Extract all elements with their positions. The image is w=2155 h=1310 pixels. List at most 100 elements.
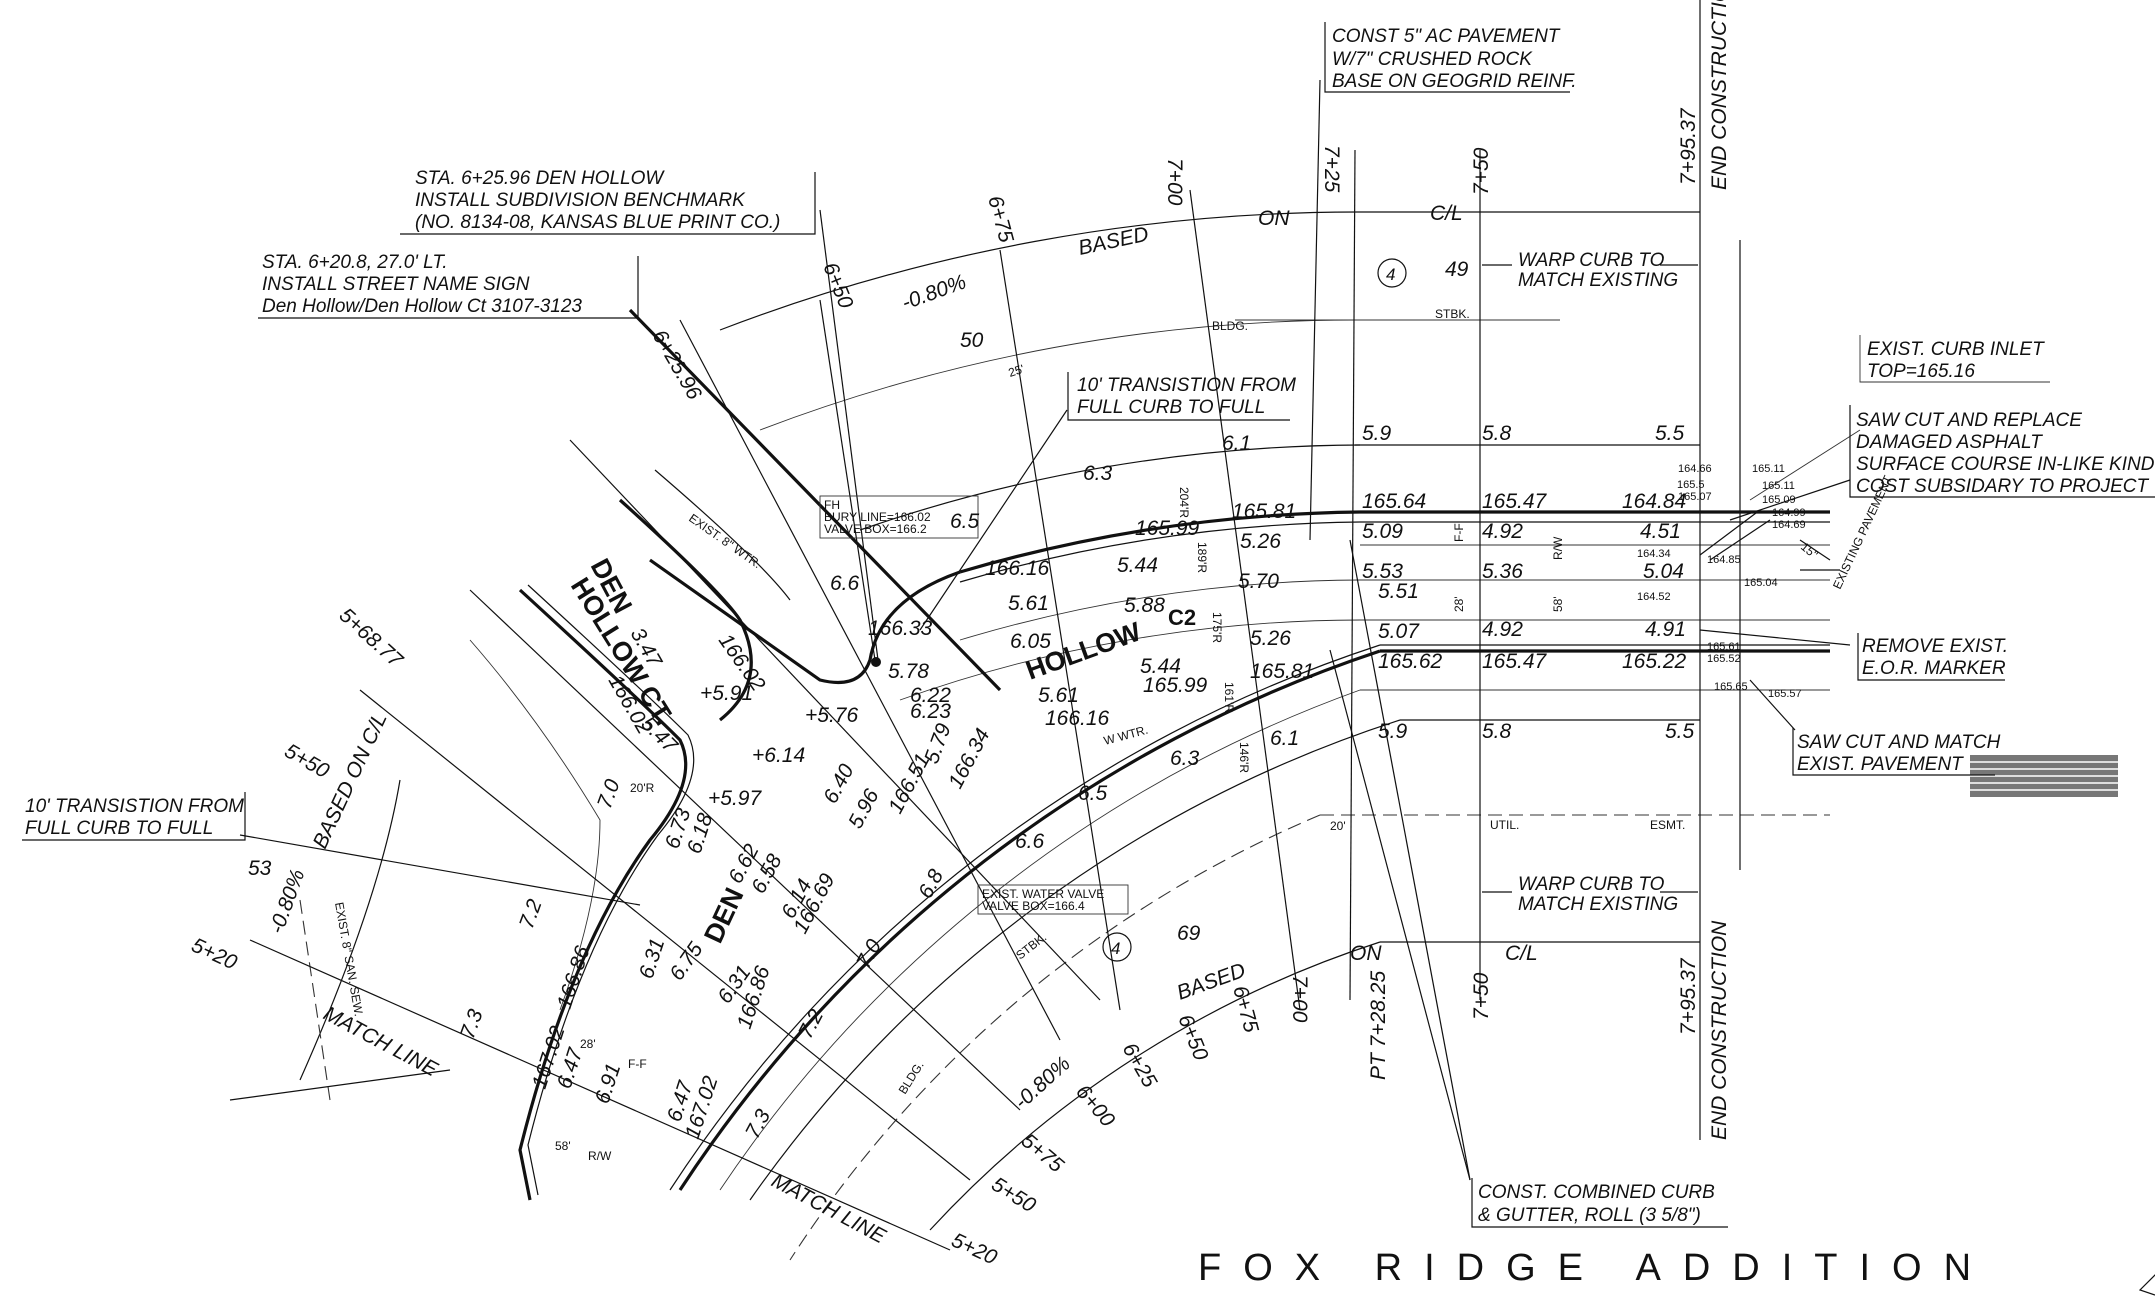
svg-text:4.92: 4.92 [1482, 618, 1523, 641]
callouts: CONST 5" AC PAVEMENT W/7" CRUSHED ROCK B… [22, 22, 2155, 1228]
svg-text:EXIST. 8" WTR.: EXIST. 8" WTR. [686, 511, 764, 571]
spot-elevation: 164.99 [1772, 507, 1806, 519]
spot-elevation: 165.5 [1677, 479, 1705, 491]
svg-text:204'R: 204'R [1177, 487, 1191, 518]
svg-text:53: 53 [248, 857, 272, 880]
svg-text:W/7" CRUSHED ROCK: W/7" CRUSHED ROCK [1332, 49, 1533, 70]
svg-text:25': 25' [1007, 362, 1026, 380]
curve-elevation: 165.99 [1143, 674, 1208, 697]
curve-elevation: +5.76 [805, 704, 858, 727]
curb-inlet-note: EXIST. CURB INLET TOP=165.16 [1859, 335, 2050, 383]
curve-elevation: 6.91 [591, 1061, 626, 1107]
svg-text:165.22: 165.22 [1622, 650, 1687, 673]
svg-text:5.53: 5.53 [1362, 560, 1403, 583]
remove-marker-note: REMOVE EXIST. E.O.R. MARKER [1857, 633, 2008, 681]
curve-elevation: 6.6 [1015, 830, 1045, 853]
combined-curb-note: CONST. COMBINED CURB & GUTTER, ROLL (3 5… [1471, 1178, 1728, 1228]
svg-text:165.64: 165.64 [1362, 490, 1426, 513]
curve-elevation: 165.99 [1135, 517, 1200, 540]
svg-text:49: 49 [1445, 258, 1469, 281]
curve-elevation: 6.1 [1222, 432, 1251, 455]
svg-text:5+20: 5+20 [188, 934, 241, 975]
spot-elevation: 165.57 [1768, 688, 1802, 700]
svg-text:C/L: C/L [1430, 202, 1463, 225]
spot-elevation: 165.65 [1714, 681, 1748, 693]
street-sign-note: STA. 6+20.8, 27.0' LT. INSTALL STREET NA… [258, 252, 639, 319]
svg-text:20': 20' [1330, 819, 1346, 833]
spot-elevation: 165.61 [1707, 641, 1741, 653]
svg-text:164.84: 164.84 [1622, 490, 1686, 513]
svg-text:WARP CURB TO: WARP CURB TO [1518, 874, 1665, 895]
curve-elevation: 6.1 [1270, 727, 1299, 750]
svg-text:7+00: 7+00 [1163, 158, 1186, 206]
svg-text:ON: ON [1350, 942, 1382, 965]
svg-text:ESMT.: ESMT. [1650, 818, 1685, 832]
svg-text:(NO. 8134-08, KANSAS BLUE PRIN: (NO. 8134-08, KANSAS BLUE PRINT CO.) [415, 212, 780, 233]
svg-text:175'R: 175'R [1210, 612, 1224, 643]
svg-text:BURY LINE=166.02: BURY LINE=166.02 [824, 510, 931, 524]
svg-text:189'R: 189'R [1195, 542, 1209, 573]
svg-text:COST SUBSIDARY TO PROJECT: COST SUBSIDARY TO PROJECT [1856, 476, 2149, 497]
svg-text:5+68.77: 5+68.77 [335, 604, 408, 673]
curve-elevation: 165.81 [1232, 500, 1296, 523]
curve-elevation: 6.23 [910, 700, 951, 723]
curve-elevation: 5.44 [1117, 554, 1158, 577]
svg-text:STA. 6+25.96 DEN HOLLOW: STA. 6+25.96 DEN HOLLOW [415, 168, 665, 189]
svg-text:4.51: 4.51 [1640, 520, 1681, 543]
svg-text:5.5: 5.5 [1655, 422, 1685, 445]
svg-text:INSTALL SUBDIVISION BENCHMARK: INSTALL SUBDIVISION BENCHMARK [415, 190, 746, 211]
curve-elevation: 6.3 [1083, 462, 1113, 485]
curve-elevation: 6.05 [1010, 630, 1051, 653]
svg-text:5.07: 5.07 [1378, 620, 1420, 643]
curve-elevation: 5.61 [1038, 684, 1079, 707]
svg-text:SURFACE COURSE IN-LIKE KIND: SURFACE COURSE IN-LIKE KIND [1856, 454, 2155, 475]
svg-text:20'R: 20'R [630, 781, 655, 795]
svg-text:7+25: 7+25 [1320, 145, 1343, 193]
spot-elevation: 164.66 [1678, 463, 1712, 475]
spot-elevation: 164.69 [1772, 519, 1806, 531]
curve-elevation: 5.26 [1240, 530, 1281, 553]
spot-elevation: 164.85 [1707, 554, 1741, 566]
svg-text:5.8: 5.8 [1482, 720, 1512, 743]
svg-text:ON: ON [1258, 207, 1290, 230]
svg-text:DAMAGED ASPHALT: DAMAGED ASPHALT [1856, 432, 2043, 453]
svg-text:R/W: R/W [588, 1149, 612, 1163]
svg-text:VALVE BOX=166.2: VALVE BOX=166.2 [824, 522, 927, 536]
svg-text:FH: FH [824, 498, 840, 512]
svg-text:INSTALL STREET NAME SIGN: INSTALL STREET NAME SIGN [262, 274, 530, 295]
svg-text:58': 58' [555, 1139, 571, 1153]
curve-elevation: 5.26 [1250, 627, 1291, 650]
saw-cut-match-note: SAW CUT AND MATCH EXIST. PAVEMENT [1792, 728, 2001, 776]
drawing-title: FOX RIDGE ADDITION [1198, 1247, 1993, 1289]
svg-text:5.09: 5.09 [1362, 520, 1403, 543]
svg-text:STBK.: STBK. [1013, 930, 1049, 962]
svg-text:FULL CURB TO FULL: FULL CURB TO FULL [25, 818, 213, 839]
svg-text:EXIST. PAVEMENT: EXIST. PAVEMENT [1797, 754, 1964, 775]
curve-elevation: 166.33 [868, 617, 933, 640]
svg-text:50: 50 [960, 329, 984, 352]
svg-text:10' TRANSISTION FROM: 10' TRANSISTION FROM [1077, 375, 1296, 396]
svg-text:4: 4 [1111, 939, 1120, 958]
curve-elevation: 7.3 [456, 1006, 488, 1042]
svg-text:5+50: 5+50 [987, 1173, 1040, 1218]
svg-text:5+50: 5+50 [281, 739, 334, 783]
curve-elevation: 6.22 [910, 684, 951, 707]
svg-text:146'R: 146'R [1237, 742, 1251, 773]
svg-text:69: 69 [1177, 922, 1201, 945]
curve-elevation: 166.16 [985, 557, 1050, 580]
curve-elevation: 5.96 [844, 785, 884, 832]
svg-text:5.5: 5.5 [1665, 720, 1695, 743]
svg-text:165.47: 165.47 [1482, 490, 1548, 513]
curve-elevation: 7.0 [593, 776, 625, 812]
curve-elevation: +5.91 [700, 682, 753, 705]
svg-text:R/W: R/W [1551, 536, 1565, 560]
svg-text:REMOVE EXIST.: REMOVE EXIST. [1862, 636, 2008, 657]
svg-text:-0.80%: -0.80% [1010, 1052, 1075, 1114]
curve-elevation: 7.0 [852, 935, 886, 972]
curve-elevation: 165.81 [1250, 660, 1314, 683]
svg-text:5.8: 5.8 [1482, 422, 1512, 445]
svg-text:28': 28' [580, 1037, 596, 1051]
curve-elevation: 5.61 [1008, 592, 1049, 615]
curve-elevation: 5.88 [1124, 594, 1165, 617]
fire-hydrant-box: FH BURY LINE=166.02 VALVE BOX=166.2 [819, 495, 979, 539]
